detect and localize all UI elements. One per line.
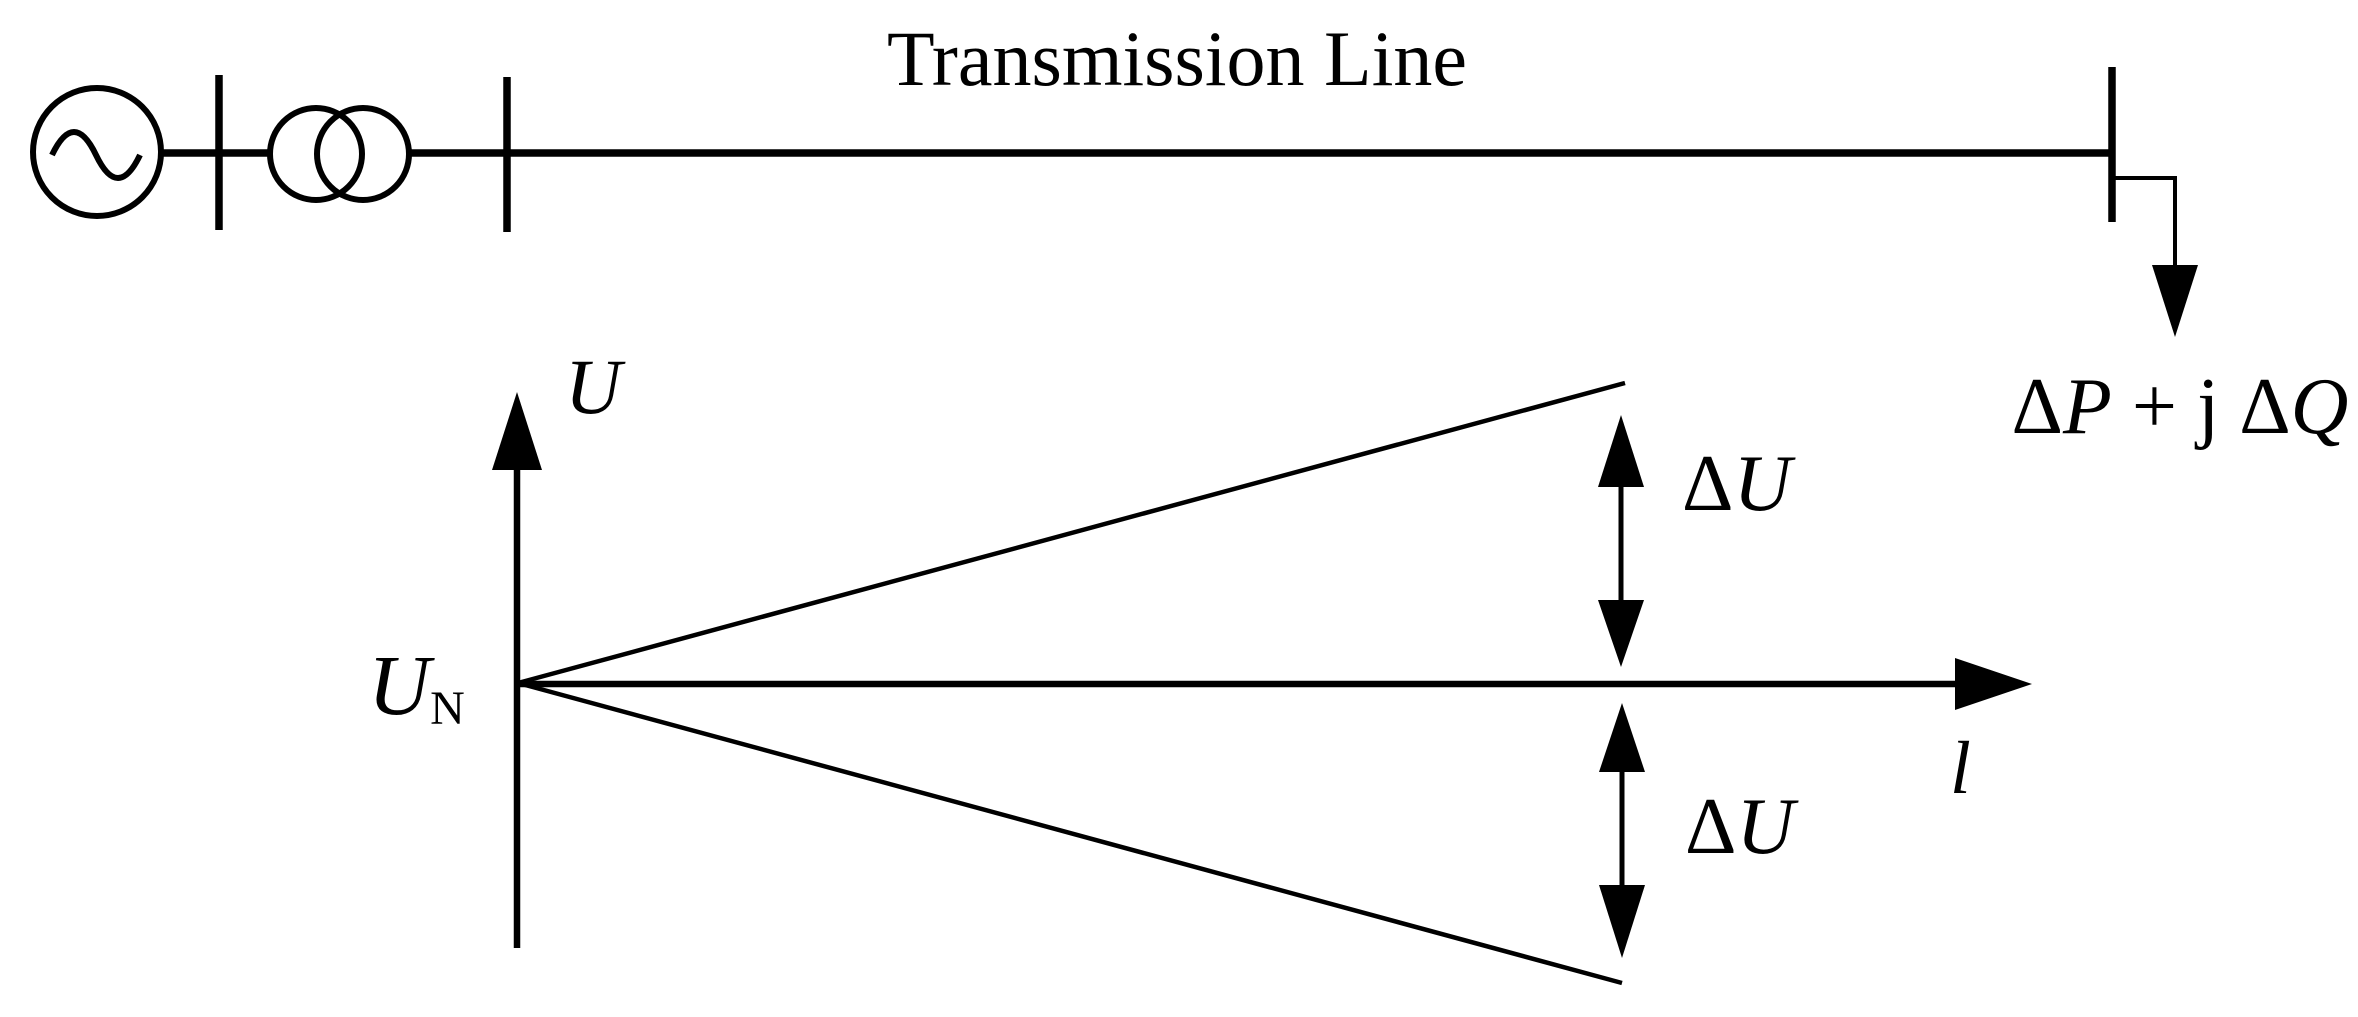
load-delta-p-delta: Δ: [2012, 363, 2063, 451]
lower-voltage-line: [517, 680, 1623, 986]
upper-voltage-line: [517, 380, 1626, 686]
y-axis-arrowhead-icon: [492, 392, 542, 470]
transformer-primary-circle: [267, 105, 365, 203]
x-axis-arrowhead-icon: [1955, 658, 2032, 710]
generator-sine-icon: [49, 129, 143, 181]
load-arrowhead-icon: [2152, 265, 2198, 337]
load-p: P: [2062, 363, 2112, 451]
load-power-label: ΔP + j ΔQ: [2012, 363, 2349, 451]
lower-delta-u-arrowhead-up-icon: [1599, 703, 1645, 772]
upper-delta-u-arrowhead-up-icon: [1598, 415, 1644, 487]
y-axis-label: U: [565, 343, 626, 430]
upper-delta-u-arrowhead-down-icon: [1598, 600, 1644, 667]
origin-n-subscript: N: [430, 682, 465, 735]
load-q: Q: [2291, 363, 2349, 451]
lower-u: U: [1736, 783, 1799, 871]
lower-delta-u-arrowhead-down-icon: [1599, 885, 1645, 958]
upper-delta: Δ: [1682, 440, 1733, 528]
lower-delta-u-label: ΔU: [1685, 783, 1799, 871]
load-feeder: [2112, 176, 2177, 272]
load-delta-q-delta: Δ: [2239, 363, 2290, 451]
upper-u: U: [1733, 440, 1796, 528]
x-axis-label: l: [1950, 727, 1971, 810]
upper-delta-u-label: ΔU: [1682, 440, 1796, 528]
load-plus-j: + j: [2112, 363, 2239, 451]
lower-delta: Δ: [1685, 783, 1736, 871]
title-label: Transmission Line: [887, 15, 1467, 102]
origin-u: U: [368, 637, 435, 733]
origin-label: UN: [368, 637, 465, 735]
